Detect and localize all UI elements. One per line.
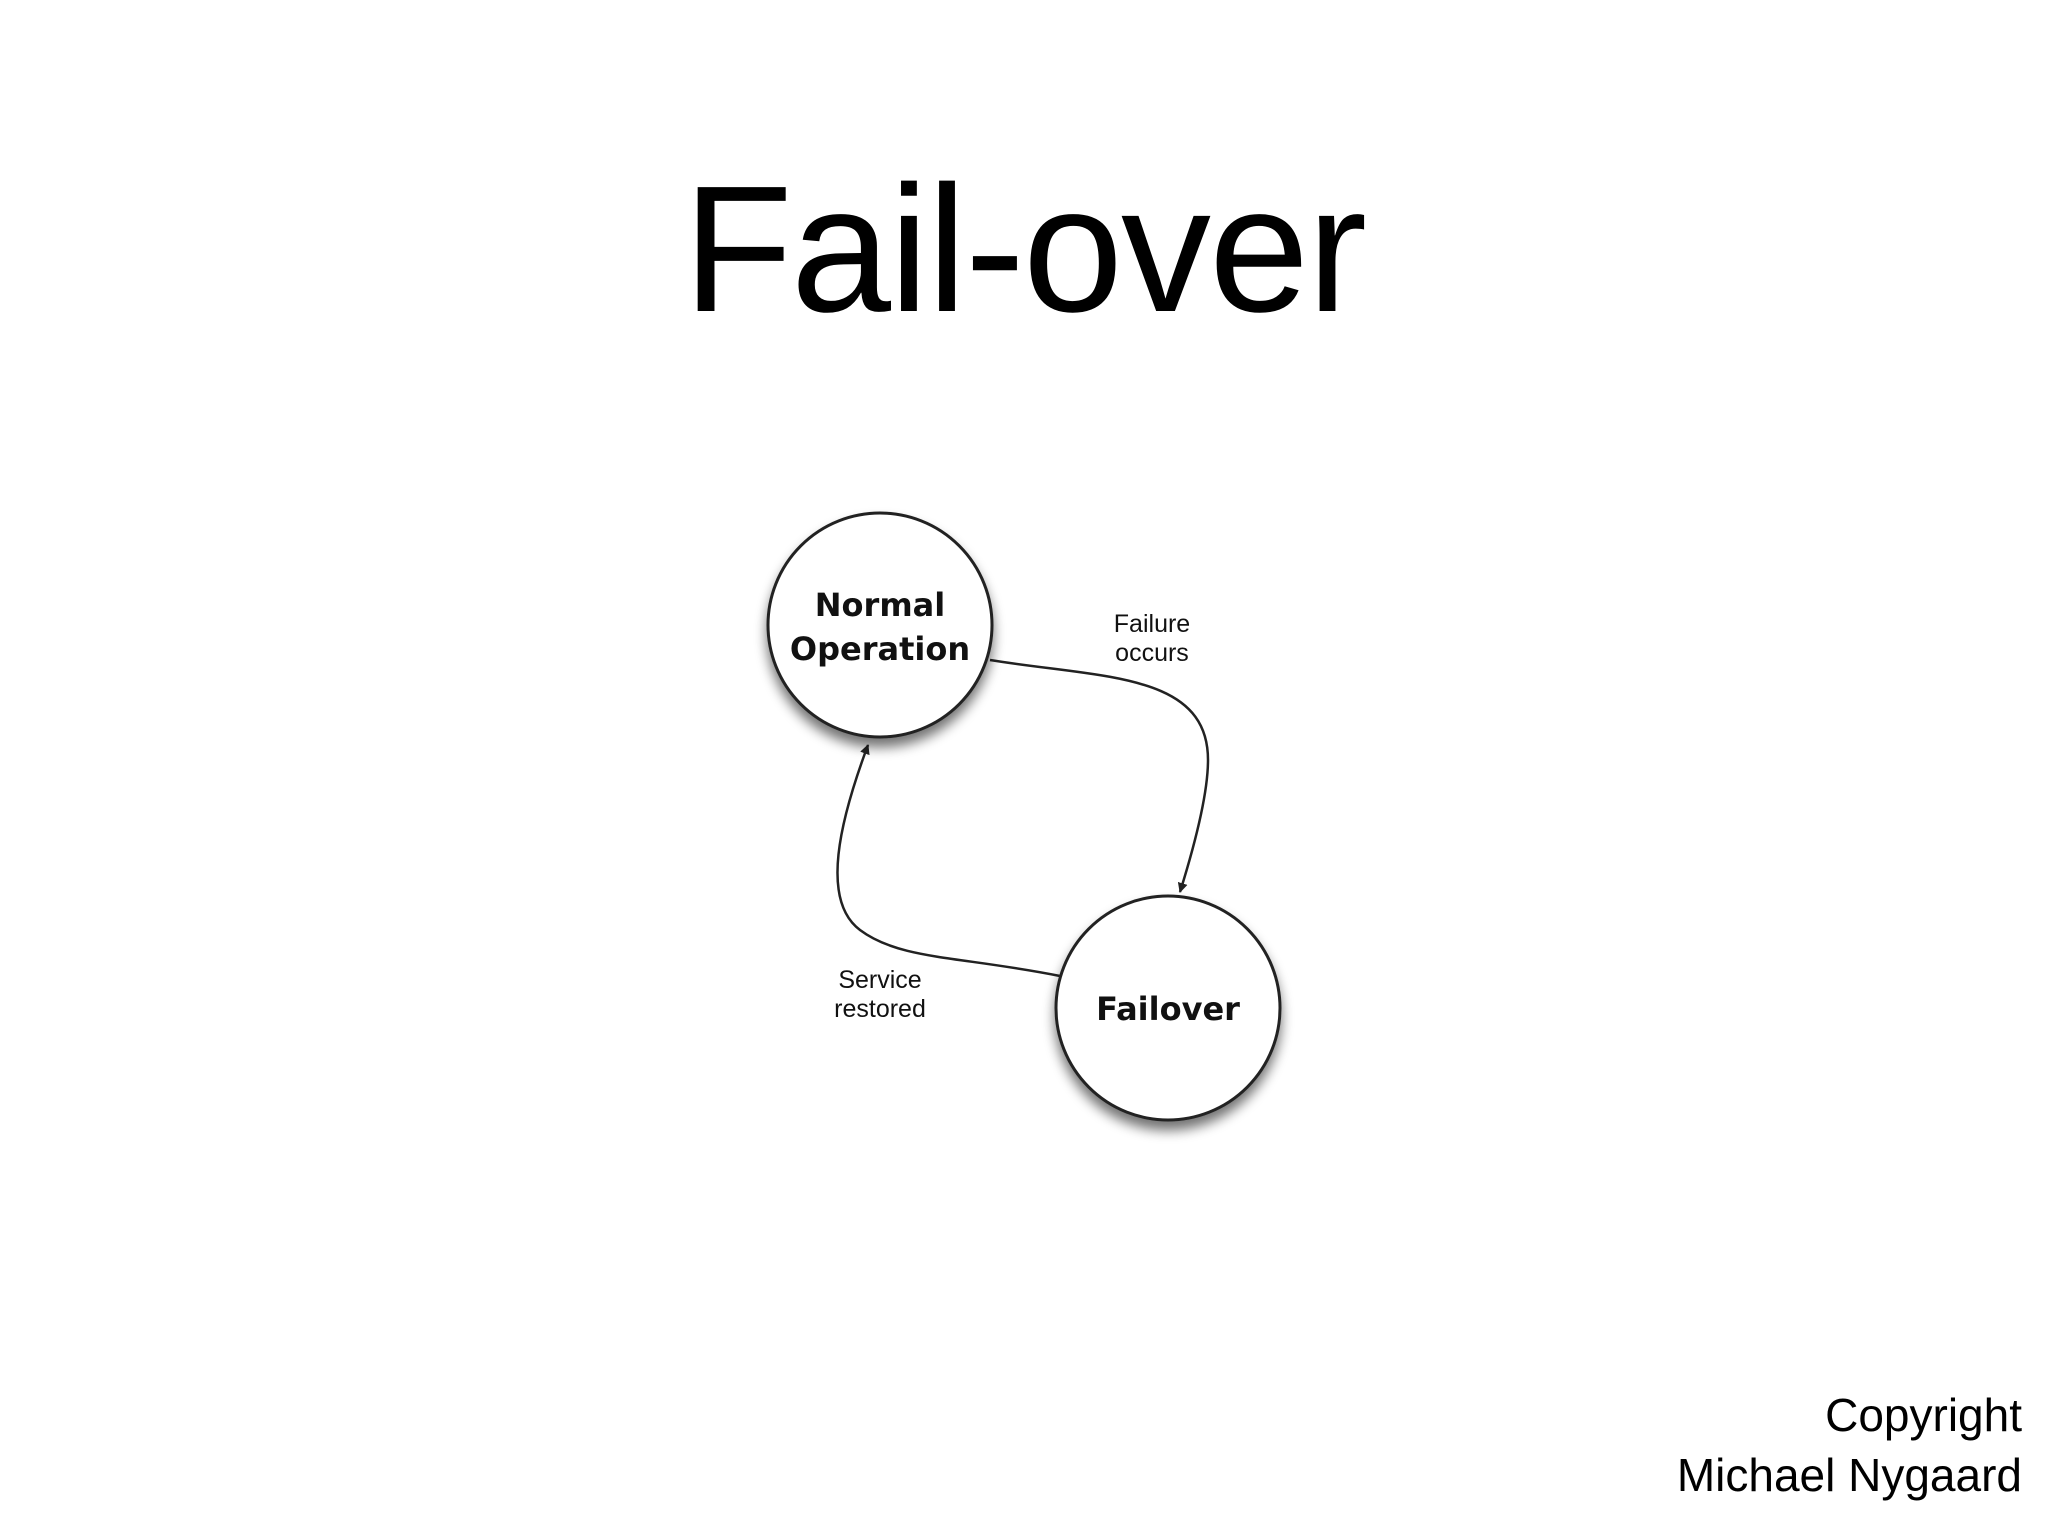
copyright-line1: Copyright bbox=[1825, 1389, 2022, 1441]
edge-label-failure-occurs-line1: Failure bbox=[1114, 610, 1190, 638]
node-failover-label: Failover bbox=[1096, 990, 1240, 1028]
edge-failure-occurs bbox=[989, 658, 1210, 893]
copyright-notice: Copyright Michael Nygaard bbox=[1677, 1385, 2022, 1505]
edge-label-failure-occurs-line2: occurs bbox=[1115, 639, 1189, 667]
edge-label-service-restored-line2: restored bbox=[834, 995, 926, 1023]
edge-service-restored bbox=[836, 744, 1061, 978]
node-normal-operation-label-line1: Normal bbox=[815, 586, 945, 624]
edge-label-service-restored-line1: Service bbox=[838, 966, 921, 994]
slide-title: Fail-over bbox=[682, 149, 1367, 350]
node-normal-operation-label-line2: Operation bbox=[790, 630, 970, 668]
node-failover: Failover bbox=[1054, 894, 1282, 1122]
node-normal-operation: Normal Operation bbox=[766, 511, 994, 739]
copyright-line2: Michael Nygaard bbox=[1676, 1449, 2022, 1501]
